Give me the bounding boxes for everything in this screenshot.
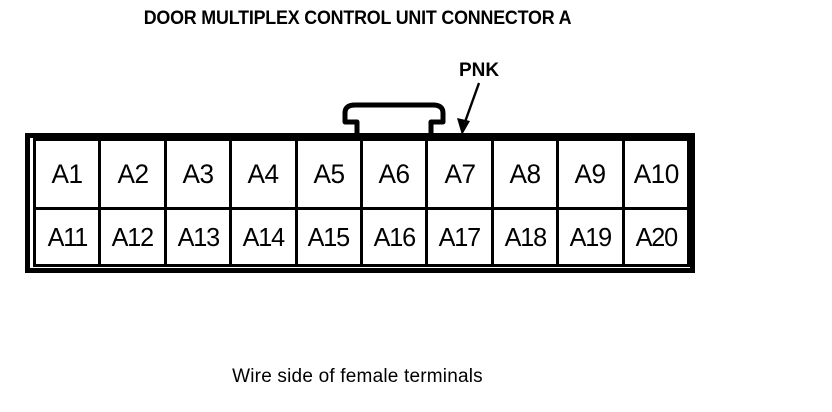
terminal-label: A4 [247, 158, 280, 189]
terminal-label: A10 [633, 158, 679, 189]
terminal-label: A2 [117, 158, 149, 189]
terminal-label: A8 [509, 158, 542, 189]
terminal-label: A15 [308, 222, 351, 252]
terminal-cell-a3[interactable]: A3 [163, 138, 233, 210]
terminal-row-bottom: A11 A12 A13 A14 A15 A16 A17 A18 A19 A20 [33, 207, 691, 267]
figure-caption: Wire side of female terminals [232, 366, 483, 387]
terminal-label: A9 [574, 158, 607, 189]
terminal-cell-a13[interactable]: A13 [163, 207, 233, 267]
terminal-label: A16 [373, 222, 417, 252]
terminal-label: A17 [438, 222, 482, 252]
terminal-label: A20 [635, 222, 678, 252]
connector-body: A1 A2 A3 A4 A5 A6 A7 A8 A9 A10 A11 A12 A… [25, 133, 695, 273]
terminal-cell-a14[interactable]: A14 [229, 207, 298, 267]
terminal-label: A11 [47, 222, 88, 252]
terminal-cell-a6[interactable]: A6 [360, 138, 429, 210]
terminal-cell-a10[interactable]: A10 [621, 138, 691, 210]
wire-color-label-pnk: PNK [459, 60, 500, 81]
terminal-label: A7 [444, 158, 476, 189]
terminal-cell-a11[interactable]: A11 [33, 207, 102, 267]
terminal-row-top: A1 A2 A3 A4 A5 A6 A7 A8 A9 A10 [33, 138, 691, 210]
terminal-cell-a7[interactable]: A7 [425, 138, 494, 210]
terminal-grid: A1 A2 A3 A4 A5 A6 A7 A8 A9 A10 A11 A12 A… [33, 138, 691, 267]
terminal-cell-a5[interactable]: A5 [294, 138, 364, 210]
terminal-label: A14 [242, 222, 286, 252]
page-title: DOOR MULTIPLEX CONTROL UNIT CONNECTOR A [143, 8, 572, 29]
terminal-cell-a1[interactable]: A1 [33, 138, 102, 210]
terminal-cell-a8[interactable]: A8 [490, 138, 560, 210]
terminal-label: A3 [182, 158, 214, 189]
terminal-cell-a16[interactable]: A16 [360, 207, 429, 267]
terminal-label: A1 [51, 158, 84, 189]
terminal-cell-a15[interactable]: A15 [294, 207, 364, 267]
terminal-label: A19 [569, 222, 613, 252]
terminal-label: A6 [378, 158, 411, 189]
connector-locking-tab-icon [342, 102, 446, 139]
terminal-label: A5 [313, 158, 345, 189]
terminal-cell-a9[interactable]: A9 [556, 138, 625, 210]
terminal-label: A12 [111, 222, 155, 252]
terminal-cell-a20[interactable]: A20 [621, 207, 691, 267]
terminal-cell-a18[interactable]: A18 [490, 207, 560, 267]
terminal-label: A18 [504, 222, 547, 252]
terminal-cell-a19[interactable]: A19 [556, 207, 625, 267]
terminal-label: A13 [177, 222, 220, 252]
terminal-cell-a17[interactable]: A17 [425, 207, 494, 267]
terminal-cell-a4[interactable]: A4 [229, 138, 298, 210]
terminal-cell-a12[interactable]: A12 [98, 207, 167, 267]
terminal-cell-a2[interactable]: A2 [98, 138, 167, 210]
